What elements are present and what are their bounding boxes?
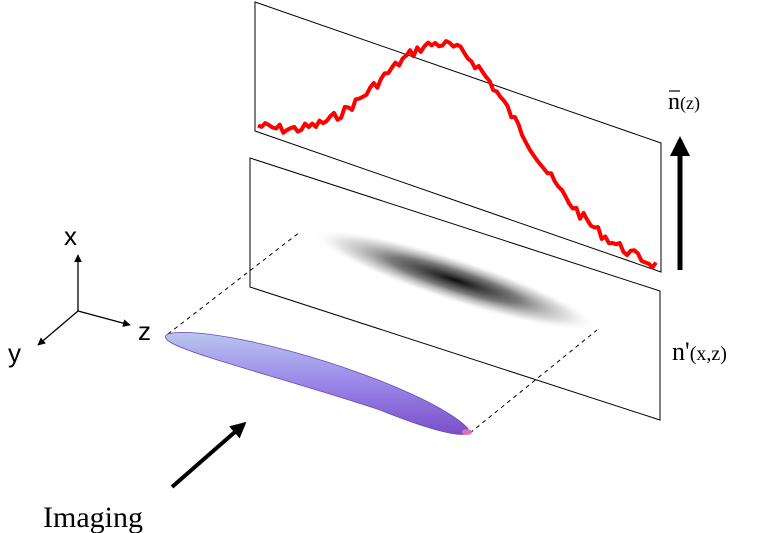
axis-x-label: x	[64, 221, 77, 251]
density-label-base: n'	[672, 337, 690, 366]
profile-label: n(z)	[668, 89, 700, 115]
cloud-tip	[462, 429, 472, 435]
imaging-label: Imaging	[43, 501, 143, 533]
projection-line-right	[469, 329, 598, 434]
projection-line-left	[167, 231, 301, 335]
axis-y-label: y	[8, 338, 21, 368]
imaging-arrow	[170, 421, 247, 489]
density-label: n'(x,z)	[672, 337, 727, 366]
profile-panel	[254, 1, 662, 273]
axis-z-label: z	[138, 316, 151, 346]
profile-curve	[257, 39, 658, 270]
svg-text:n(z): n(z)	[668, 89, 700, 115]
density-shadow	[312, 229, 598, 331]
coordinate-axes	[37, 254, 131, 346]
profile-label-args: (z)	[680, 93, 700, 114]
profile-label-base: n	[668, 89, 680, 115]
atom-cloud	[165, 332, 471, 435]
density-label-args: (x,z)	[690, 343, 727, 365]
